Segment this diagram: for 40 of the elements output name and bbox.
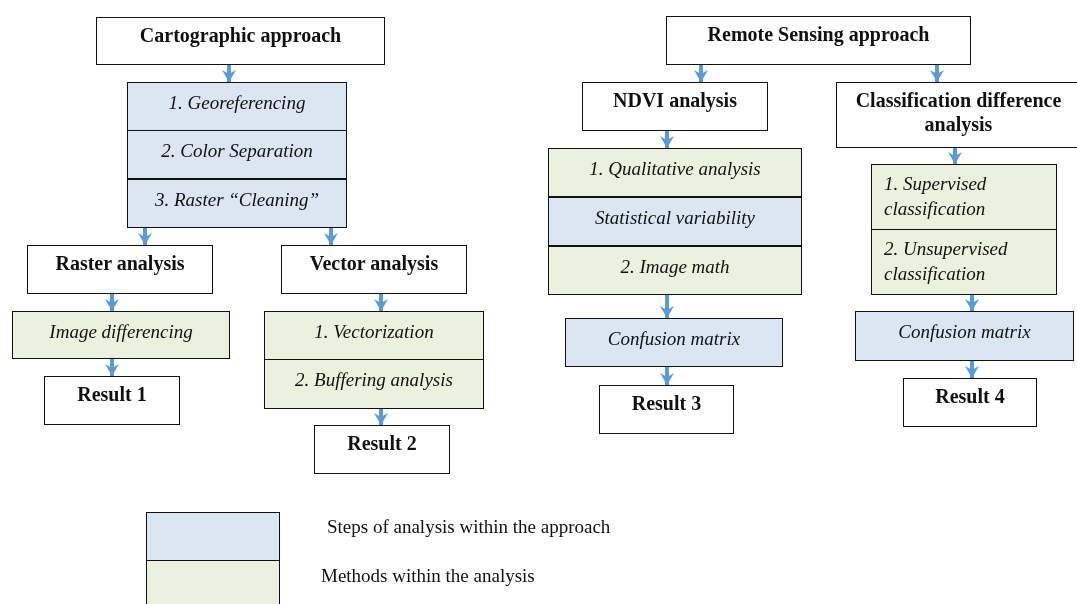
label-box: Cartographic approach: [96, 17, 385, 65]
label-box: Raster analysis: [27, 245, 213, 294]
arrow: [222, 65, 236, 82]
arrow: [965, 361, 979, 378]
arrow: [105, 359, 119, 376]
step-box: 1. Georeferencing: [127, 82, 347, 131]
legend-label: Steps of analysis within the approach: [327, 516, 611, 538]
step-box: 2. Buffering analysis: [264, 359, 484, 409]
step-box: Confusion matrix: [855, 311, 1074, 361]
arrow: [374, 409, 388, 425]
arrow: [660, 131, 674, 148]
label-box: Result 1: [44, 376, 180, 425]
step-box: 3. Raster “Cleaning”: [127, 179, 347, 228]
arrow: [324, 228, 338, 245]
arrow: [105, 294, 119, 311]
step-box: 1. Vectorization: [264, 311, 484, 360]
arrow: [965, 295, 979, 311]
step-box: Confusion matrix: [565, 318, 783, 367]
step-box: 2. Image math: [548, 246, 802, 295]
label-box: Classification difference analysis: [836, 82, 1077, 148]
step-box: 2. Unsupervised classification: [871, 229, 1057, 295]
label-box: Remote Sensing approach: [666, 16, 971, 65]
step-box: 1. Qualitative analysis: [548, 148, 802, 197]
arrow: [948, 148, 962, 164]
arrow: [138, 228, 152, 245]
arrow: [660, 295, 674, 318]
step-box: 2. Color Separation: [127, 130, 347, 179]
label-box: Vector analysis: [281, 245, 467, 294]
step-box: Image differencing: [12, 311, 230, 359]
arrow: [694, 65, 708, 82]
step-box: Statistical variability: [548, 197, 802, 246]
arrow: [930, 65, 944, 82]
step-box: 1. Supervised classification: [871, 164, 1057, 230]
label-box: Result 4: [903, 378, 1037, 427]
arrow: [660, 367, 674, 385]
label-box: Result 3: [599, 385, 734, 434]
legend-label: Methods within the analysis: [321, 565, 535, 587]
label-box: NDVI analysis: [582, 82, 768, 131]
arrow: [374, 294, 388, 311]
label-box: Result 2: [314, 425, 450, 474]
